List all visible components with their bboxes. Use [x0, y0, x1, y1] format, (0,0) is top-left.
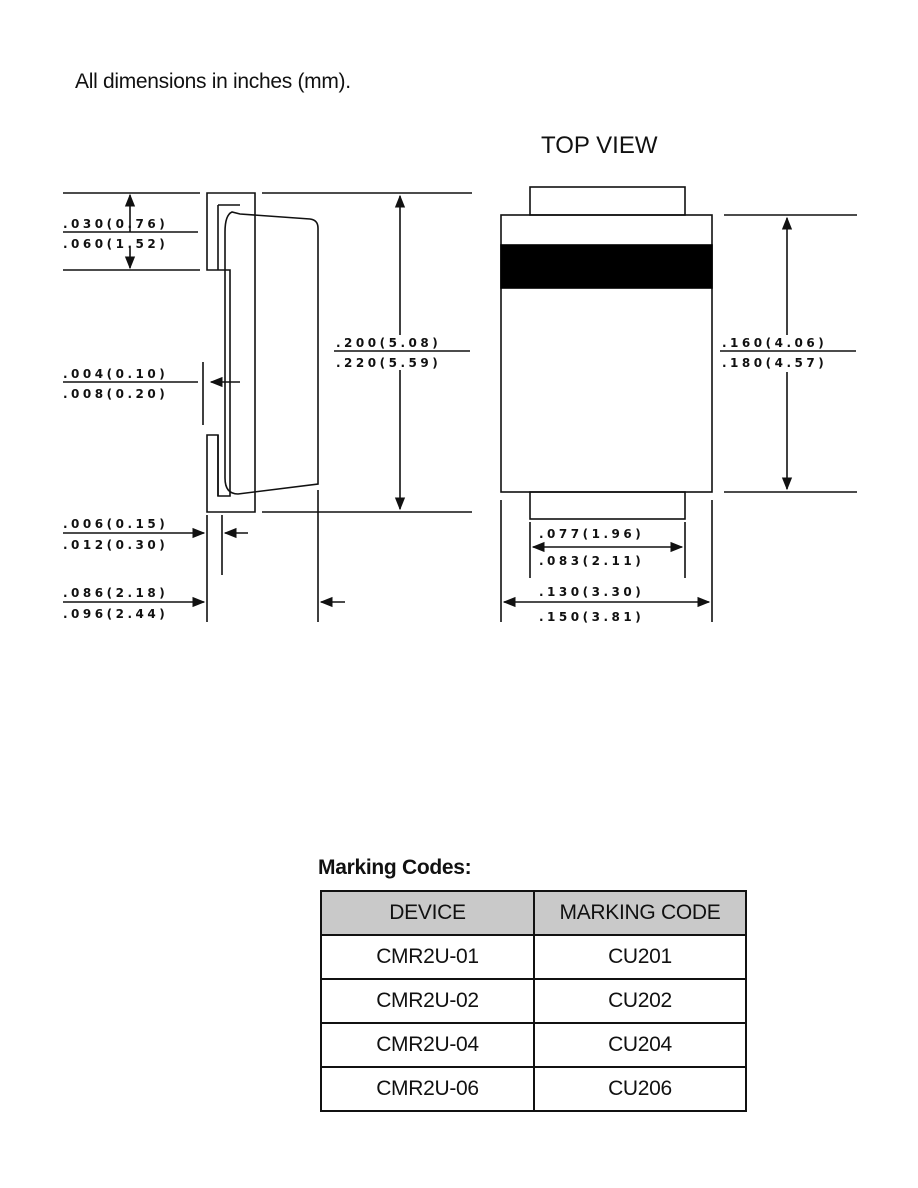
table-row: CMR2U-04 CU204 — [320, 1022, 747, 1068]
dim-overall-len-max: .220(5.59) — [336, 356, 441, 370]
dim-lead-length-max: .060(1.52) — [63, 237, 168, 251]
header-device: DEVICE — [320, 890, 535, 936]
dim-lead-thick-max: .008(0.20) — [63, 387, 168, 401]
page-heading: All dimensions in inches (mm). — [75, 70, 351, 93]
cathode-band — [500, 244, 713, 289]
side-body-outline — [206, 192, 256, 513]
dim-lead-w-max: .083(2.11) — [539, 554, 644, 568]
dim-lead-length-min: .030(0.76) — [63, 217, 168, 231]
device-cell: CMR2U-01 — [320, 934, 535, 980]
dim-lead-thick-min: .004(0.10) — [63, 367, 168, 381]
device-cell: CMR2U-06 — [320, 1066, 535, 1112]
dim-overall-len-min: .200(5.08) — [336, 336, 441, 350]
dim-body-w-min: .130(3.30) — [539, 585, 644, 599]
table-row: CMR2U-01 CU201 — [320, 934, 747, 980]
marking-codes-title: Marking Codes: — [318, 856, 472, 879]
dim-height-min: .086(2.18) — [63, 586, 168, 600]
marking-code-cell: CU202 — [533, 978, 747, 1024]
device-cell: CMR2U-02 — [320, 978, 535, 1024]
table-header-row: DEVICE MARKING CODE — [320, 890, 747, 936]
table-row: CMR2U-02 CU202 — [320, 978, 747, 1024]
dim-standoff-max: .012(0.30) — [63, 538, 168, 552]
dim-body-len-max: .180(4.57) — [722, 356, 827, 370]
marking-code-cell: CU206 — [533, 1066, 747, 1112]
device-cell: CMR2U-04 — [320, 1022, 535, 1068]
top-lead-lower — [529, 491, 686, 520]
marking-code-cell: CU201 — [533, 934, 747, 980]
dim-height-max: .096(2.44) — [63, 607, 168, 621]
side-mold-body — [224, 211, 319, 495]
marking-code-cell: CU204 — [533, 1022, 747, 1068]
dim-body-w-max: .150(3.81) — [539, 610, 644, 624]
side-view — [63, 192, 472, 622]
dim-body-len-min: .160(4.06) — [722, 336, 827, 350]
dim-lead-w-min: .077(1.96) — [539, 527, 644, 541]
top-view — [500, 186, 857, 622]
top-view-title: TOP VIEW — [541, 132, 658, 159]
package-outline-drawing: .030(0.76) .060(1.52) .004(0.10) .008(0.… — [63, 186, 857, 624]
header-marking-code: MARKING CODE — [533, 890, 747, 936]
marking-codes-table: DEVICE MARKING CODE CMR2U-01 CU201 CMR2U… — [320, 890, 747, 1112]
table-row: CMR2U-06 CU206 — [320, 1066, 747, 1112]
top-lead-upper — [529, 186, 686, 216]
dim-standoff-min: .006(0.15) — [63, 517, 168, 531]
